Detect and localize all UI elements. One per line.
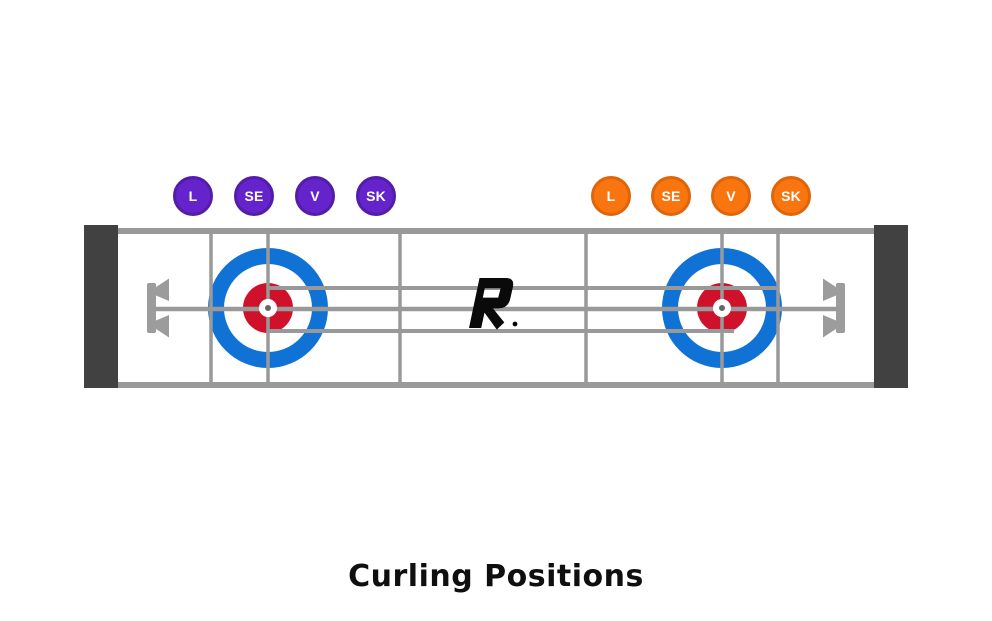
purple-second-badge: SE [234, 176, 274, 216]
house-left-pin-dot [265, 305, 271, 311]
end-board-right [874, 225, 908, 388]
diagram-title: Curling Positions [348, 559, 644, 594]
end-board-left [84, 225, 118, 388]
purple-lead-badge: L [173, 176, 213, 216]
orange-second-badge: SE [651, 176, 691, 216]
orange-vice-badge: V [711, 176, 751, 216]
purple-vice-badge: V [295, 176, 335, 216]
orange-team-badges: L SE V SK [591, 176, 811, 216]
orange-lead-badge: L [591, 176, 631, 216]
r-logo-icon [469, 278, 518, 330]
house-center-pins [259, 299, 731, 317]
purple-skip-badge: SK [356, 176, 396, 216]
hack-right-icon [823, 278, 845, 338]
orange-skip-badge: SK [771, 176, 811, 216]
purple-team-badges: L SE V SK [173, 176, 396, 216]
house-right-pin-dot [719, 305, 725, 311]
hack-left-icon [147, 278, 169, 338]
